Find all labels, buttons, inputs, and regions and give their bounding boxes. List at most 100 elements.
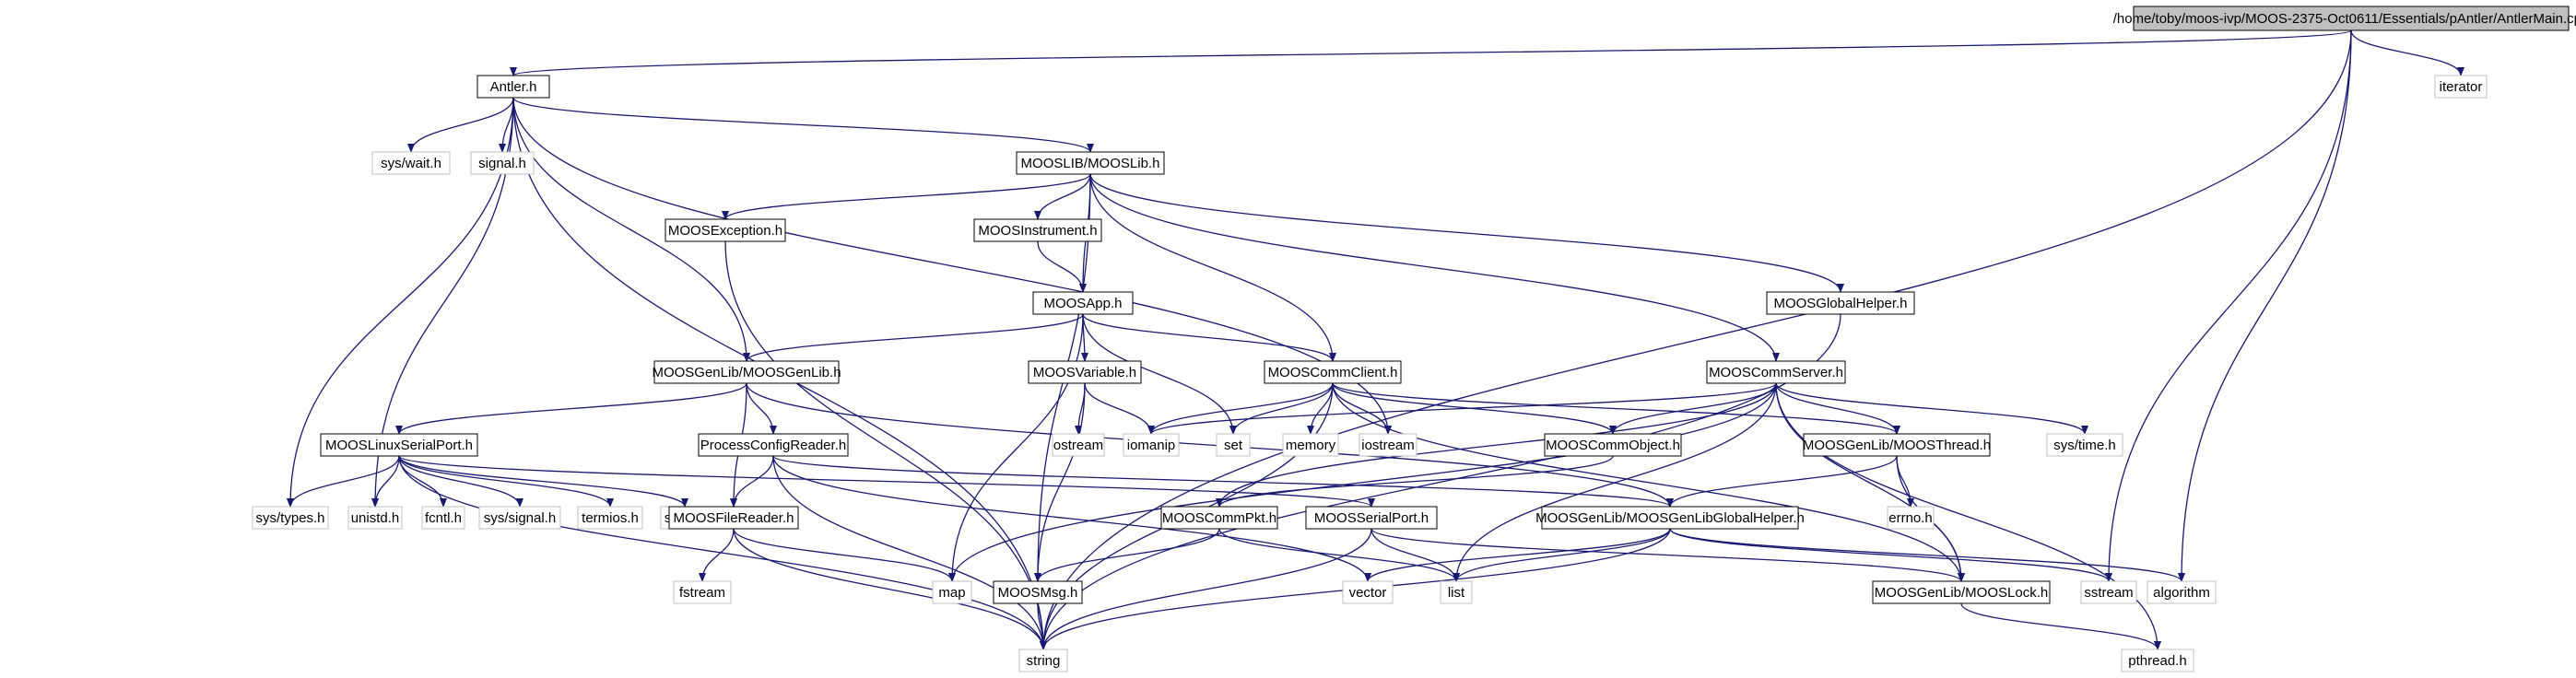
node-mooslinuxserialport[interactable]: MOOSLinuxSerialPort.h bbox=[320, 433, 478, 457]
node-box bbox=[1123, 433, 1180, 457]
edge-mooslib-to-moosinstrument bbox=[1034, 173, 1091, 220]
node-label: MOOSApp.h bbox=[1043, 296, 1122, 311]
node-mooscommpkt[interactable]: MOOSCommPkt.h bbox=[1160, 506, 1278, 530]
edge-moosexception-to-string bbox=[724, 240, 1047, 650]
edge-mooslinuxserialport-to-syssignal bbox=[398, 455, 523, 508]
node-box bbox=[2080, 580, 2137, 604]
node-moosglobalhelper[interactable]: MOOSGlobalHelper.h bbox=[1766, 291, 1915, 315]
node-moosapp[interactable]: MOOSApp.h bbox=[1032, 291, 1134, 315]
node-box bbox=[1440, 580, 1473, 604]
node-moosgenlib[interactable]: MOOSGenLib/MOOSGenLib.h bbox=[652, 360, 841, 384]
node-moosexception[interactable]: MOOSException.h bbox=[665, 218, 786, 242]
node-box bbox=[1160, 506, 1278, 530]
node-sstream: sstream bbox=[2080, 580, 2137, 604]
node-mooscommobject[interactable]: MOOSCommObject.h bbox=[1544, 433, 1682, 457]
node-set: set bbox=[1216, 433, 1251, 457]
edge-moosapp-to-moosgenlib bbox=[743, 313, 1084, 362]
edge-mooscommclient-to-moosthread bbox=[1332, 382, 1900, 435]
node-box bbox=[932, 580, 972, 604]
node-map: map bbox=[932, 580, 972, 604]
node-label: MOOSMsg.h bbox=[998, 585, 1078, 601]
node-mooslock[interactable]: MOOSGenLib/MOOSLock.h bbox=[1872, 580, 2051, 604]
edges-layer bbox=[287, 29, 2464, 650]
edge-antler-to-iostream bbox=[512, 97, 1392, 435]
node-box bbox=[1359, 433, 1417, 457]
edge-processconfigreader-to-string bbox=[772, 455, 1047, 650]
node-label: MOOSVariable.h bbox=[1033, 365, 1136, 380]
edge-moosgenlib-to-processconfigreader bbox=[746, 382, 777, 435]
node-box bbox=[476, 75, 550, 99]
node-iostream: iostream bbox=[1359, 433, 1417, 457]
node-moosthread[interactable]: MOOSGenLib/MOOSThread.h bbox=[1803, 433, 1991, 457]
node-box bbox=[665, 218, 786, 242]
node-box bbox=[1052, 433, 1105, 457]
node-moosgenlibglobalhelper[interactable]: MOOSGenLib/MOOSGenLibGlobalHelper.h bbox=[1535, 506, 1805, 530]
node-box bbox=[2147, 580, 2217, 604]
node-box bbox=[1541, 506, 1799, 530]
node-box bbox=[1872, 580, 2051, 604]
node-label: MOOSFileReader.h bbox=[674, 510, 794, 526]
node-list: list bbox=[1440, 580, 1473, 604]
edge-mooscommserver-to-map bbox=[948, 382, 1777, 582]
edge-mooscommclient-to-iomanip bbox=[1147, 382, 1334, 435]
node-box bbox=[577, 506, 643, 530]
edge-mooslib-to-mooscommclient bbox=[1089, 173, 1336, 362]
nodes-layer: /home/toby/moos-ivp/MOOS-2375-Oct0611/Es… bbox=[252, 6, 2576, 672]
node-box bbox=[1018, 649, 1068, 672]
node-box bbox=[1032, 291, 1134, 315]
node-fcntl: fcntl.h bbox=[421, 506, 465, 530]
edge-moosgenlibglobalhelper-to-list bbox=[1453, 528, 1671, 582]
node-algorithm: algorithm bbox=[2147, 580, 2217, 604]
edge-moosserialport-to-list bbox=[1370, 528, 1460, 582]
node-label: termios.h bbox=[582, 510, 639, 526]
node-label: sstream bbox=[2084, 585, 2133, 601]
node-box bbox=[668, 506, 799, 530]
node-memory: memory bbox=[1282, 433, 1339, 457]
node-mooscommserver[interactable]: MOOSCommServer.h bbox=[1706, 360, 1846, 384]
node-moosmsg[interactable]: MOOSMsg.h bbox=[993, 580, 1083, 604]
node-box bbox=[653, 360, 840, 384]
node-moosvariable[interactable]: MOOSVariable.h bbox=[1028, 360, 1142, 384]
edge-mooslib-to-moosglobalhelper bbox=[1089, 173, 1844, 293]
edge-root-to-antler bbox=[510, 29, 2352, 76]
node-box bbox=[470, 151, 535, 175]
node-box bbox=[421, 506, 465, 530]
node-label: MOOSGenLib/MOOSGenLibGlobalHelper.h bbox=[1535, 510, 1805, 526]
node-label: list bbox=[1448, 585, 1465, 601]
edge-moosfilereader-to-fstream bbox=[699, 528, 735, 582]
node-mooslib[interactable]: MOOSLIB/MOOSLib.h bbox=[1016, 151, 1165, 175]
edge-mooscommclient-to-mooslock bbox=[1332, 382, 1965, 582]
node-box bbox=[371, 151, 451, 175]
node-iomanip: iomanip bbox=[1123, 433, 1180, 457]
node-box bbox=[1544, 433, 1682, 457]
node-errno: errno.h bbox=[1887, 506, 1935, 530]
edge-moosgenlibglobalhelper-to-sstream bbox=[1669, 528, 2112, 582]
node-box bbox=[1016, 151, 1165, 175]
node-ostream: ostream bbox=[1052, 433, 1105, 457]
node-label: /home/toby/moos-ivp/MOOS-2375-Oct0611/Es… bbox=[2113, 11, 2576, 27]
edge-mooscommpkt-to-moosmsg bbox=[1034, 528, 1220, 582]
edge-moosgenlibglobalhelper-to-algorithm bbox=[1669, 528, 2185, 582]
node-moosinstrument[interactable]: MOOSInstrument.h bbox=[973, 218, 1102, 242]
node-systime: sys/time.h bbox=[2046, 433, 2123, 457]
node-box bbox=[2046, 433, 2123, 457]
node-label: sys/signal.h bbox=[484, 510, 556, 526]
node-label: ostream bbox=[1053, 438, 1103, 453]
edge-mooslock-to-pthread bbox=[1960, 602, 2161, 650]
node-termios: termios.h bbox=[577, 506, 643, 530]
node-root[interactable]: /home/toby/moos-ivp/MOOS-2375-Oct0611/Es… bbox=[2113, 6, 2576, 31]
node-label: set bbox=[1224, 438, 1243, 453]
node-label: algorithm bbox=[2153, 585, 2210, 601]
node-box bbox=[973, 218, 1102, 242]
node-moosserialport[interactable]: MOOSSerialPort.h bbox=[1305, 506, 1438, 530]
node-antler[interactable]: Antler.h bbox=[476, 75, 550, 99]
node-box bbox=[252, 506, 329, 530]
edge-root-to-sstream bbox=[2105, 29, 2352, 582]
node-systypes: sys/types.h bbox=[252, 506, 329, 530]
edge-mooscommobject-to-mooscommpkt bbox=[1216, 455, 1614, 508]
node-mooscommclient[interactable]: MOOSCommClient.h bbox=[1264, 360, 1402, 384]
node-processconfigreader[interactable]: ProcessConfigReader.h bbox=[698, 433, 849, 457]
node-label: MOOSException.h bbox=[668, 223, 782, 239]
node-moosfilereader[interactable]: MOOSFileReader.h bbox=[668, 506, 799, 530]
